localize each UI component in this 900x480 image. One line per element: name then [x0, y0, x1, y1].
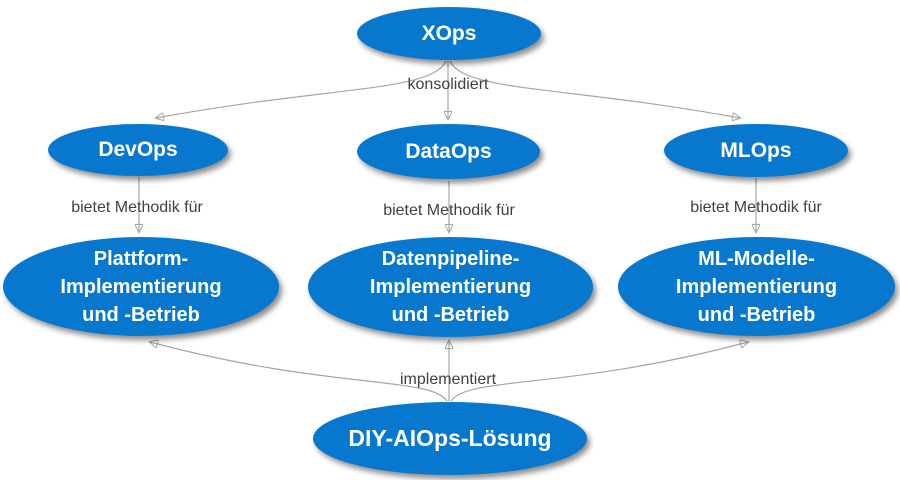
edge-label-bietet-methodik-left: bietet Methodik für — [71, 199, 203, 216]
node-devops-label: DevOps — [98, 138, 178, 161]
node-xops: XOps — [357, 7, 541, 60]
node-datenpipeline-line3: und -Betrieb — [391, 304, 510, 326]
node-xops-label: XOps — [421, 21, 477, 45]
edge-label-implementiert: implementiert — [399, 371, 497, 388]
edge-xops-mlops — [449, 60, 740, 118]
node-diy-aiops-loesung: DIY-AIOps-Lösung — [313, 402, 587, 475]
edge-diy-mlmodelle — [450, 342, 748, 402]
node-datenpipeline-line2: Implementierung — [369, 276, 532, 298]
node-mlmodelle-line2: Implementierung — [675, 275, 838, 298]
edge-xops-devops — [156, 60, 447, 118]
node-mlops: MLOps — [664, 124, 848, 177]
node-dataops-label: DataOps — [405, 139, 492, 163]
node-mlmodelle-line3: und -Betrieb — [697, 303, 816, 326]
node-plattform-line3: und -Betrieb — [82, 303, 200, 326]
node-plattform-implementierung: Plattform- Implementierung und -Betrieb — [3, 237, 279, 336]
node-mlmodelle-implementierung: ML-Modelle- Implementierung und -Betrieb — [618, 237, 895, 336]
node-devops: DevOps — [48, 124, 228, 176]
node-datenpipeline-line1: Datenpipeline- — [381, 248, 520, 270]
node-mlmodelle-line1: ML-Modelle- — [698, 247, 815, 270]
node-datenpipeline-implementierung: Datenpipeline- Implementierung und -Betr… — [308, 237, 593, 337]
edge-diy-plattform — [150, 342, 448, 402]
node-plattform-line1: Plattform- — [93, 247, 189, 270]
edge-label-konsolidiert: konsolidiert — [407, 76, 489, 93]
node-diy-label: DIY-AIOps-Lösung — [348, 425, 552, 451]
node-dataops: DataOps — [357, 124, 540, 179]
node-mlops-label: MLOps — [720, 138, 792, 162]
edge-label-bietet-methodik-right: bietet Methodik für — [690, 199, 822, 216]
edge-label-bietet-methodik-mid: bietet Methodik für — [383, 202, 515, 219]
node-plattform-line2: Implementierung — [60, 275, 222, 298]
